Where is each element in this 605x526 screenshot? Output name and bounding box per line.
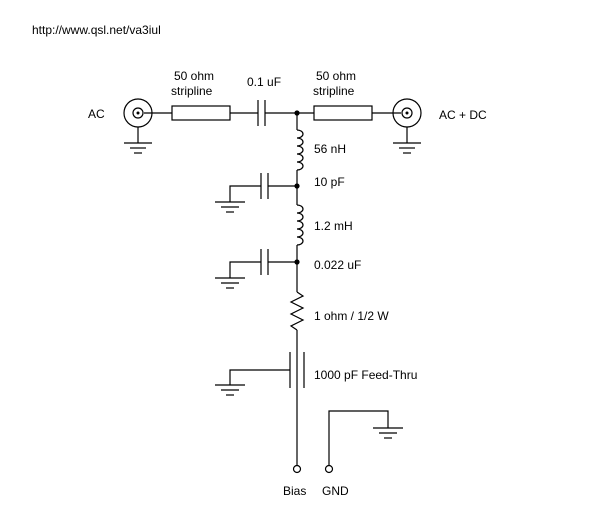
input-stripline: [171, 105, 231, 121]
output-coax-connector: [392, 98, 422, 143]
inductor-1-2mh: [296, 204, 304, 246]
ground-symbol: [215, 384, 245, 396]
output-stripline-label-2: stripline: [313, 84, 355, 98]
bias-label: Bias: [283, 484, 306, 498]
inductor-1-label: 56 nH: [314, 142, 346, 156]
feedthru-label: 1000 pF Feed-Thru: [314, 368, 417, 382]
ground-symbol: [373, 427, 403, 439]
resistor-1-ohm: [289, 291, 305, 331]
output-label: AC + DC: [439, 108, 487, 122]
input-stripline-label-2: stripline: [171, 84, 213, 98]
resistor-label: 1 ohm / 1/2 W: [314, 309, 389, 323]
inductor-2-label: 1.2 mH: [314, 219, 353, 233]
wire: [328, 410, 389, 465]
ground-symbol: [215, 277, 245, 289]
gnd-terminal: [324, 464, 334, 474]
input-ground-symbol: [124, 142, 152, 154]
coupling-capacitor: [257, 100, 266, 126]
ground-symbol: [215, 201, 245, 213]
inductor-56nh: [296, 129, 304, 171]
input-stripline-label-1: 50 ohm: [174, 69, 214, 83]
output-ground-symbol: [393, 142, 421, 154]
wire: [229, 261, 261, 278]
input-label: AC: [88, 107, 105, 121]
cap-1-label: 10 pF: [314, 175, 345, 189]
gnd-label: GND: [322, 484, 349, 498]
decoupling-capacitor-10pf: [260, 173, 269, 199]
output-stripline: [313, 105, 373, 121]
feedthru-capacitor-1000pf: [289, 352, 305, 388]
source-url: http://www.qsl.net/va3iul: [32, 23, 161, 37]
coupling-capacitor-label: 0.1 uF: [247, 75, 281, 89]
wire: [229, 185, 261, 202]
wire: [229, 369, 290, 385]
decoupling-capacitor-0-022uf: [260, 249, 269, 275]
input-coax-connector: [123, 98, 153, 143]
cap-2-label: 0.022 uF: [314, 258, 361, 272]
bias-terminal: [292, 464, 302, 474]
output-stripline-label-1: 50 ohm: [316, 69, 356, 83]
